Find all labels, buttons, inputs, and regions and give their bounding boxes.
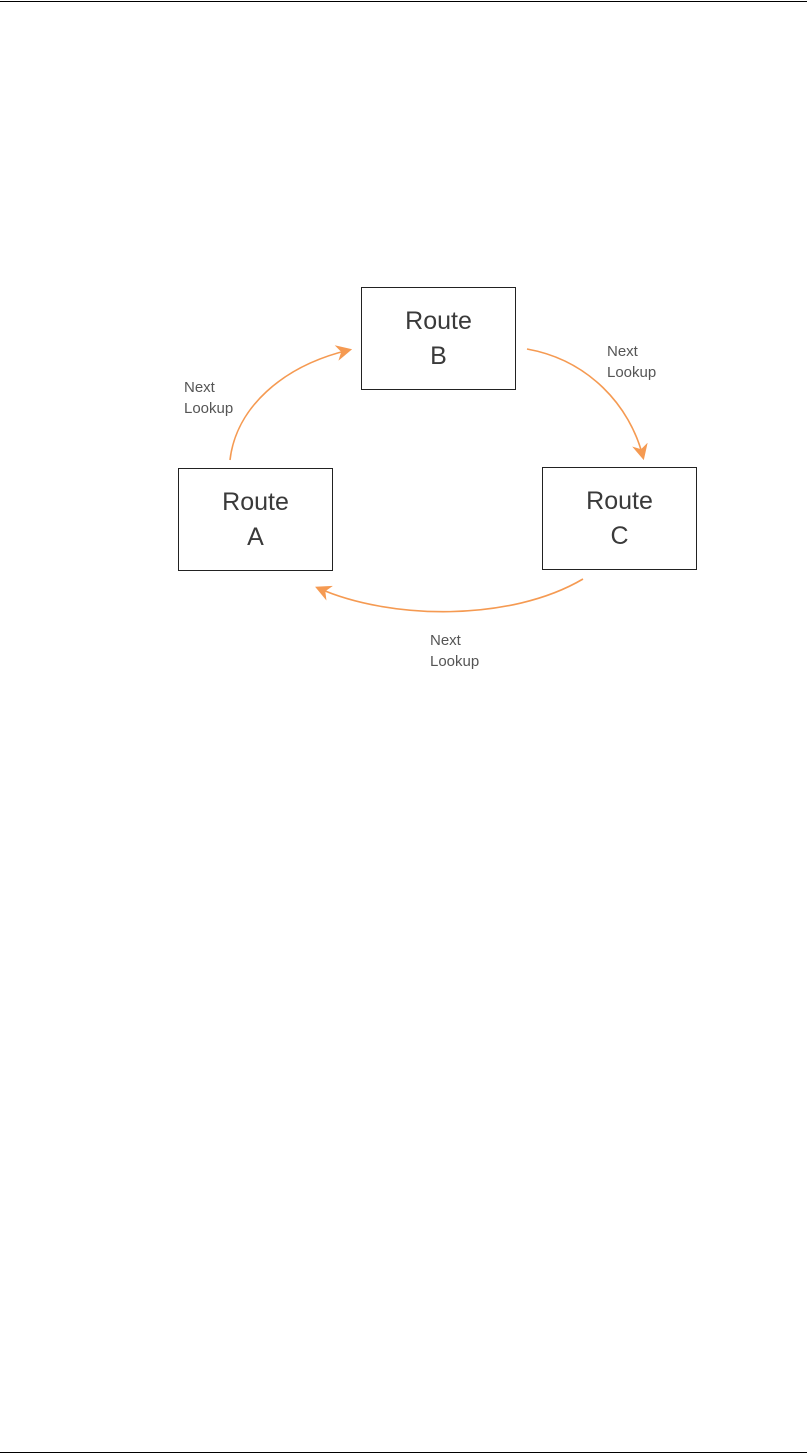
arrow-c-to-a [318, 579, 583, 612]
edge-label-c-to-a-line1: Next [430, 630, 479, 651]
route-a-line1: Route [222, 485, 289, 520]
edge-label-b-to-c: Next Lookup [607, 341, 656, 383]
route-b-node: Route B [361, 287, 516, 390]
edge-label-c-to-a-line2: Lookup [430, 651, 479, 672]
route-a-line2: A [247, 520, 264, 555]
route-a-node: Route A [178, 468, 333, 571]
edge-label-a-to-b-line2: Lookup [184, 398, 233, 419]
edge-label-b-to-c-line2: Lookup [607, 362, 656, 383]
route-c-line2: C [610, 519, 628, 554]
edge-label-b-to-c-line1: Next [607, 341, 656, 362]
arrow-a-to-b [230, 350, 349, 460]
edge-label-a-to-b: Next Lookup [184, 377, 233, 419]
page-bottom-rule [0, 1452, 807, 1453]
page-top-rule [0, 1, 807, 2]
route-c-node: Route C [542, 467, 697, 570]
edge-label-c-to-a: Next Lookup [430, 630, 479, 672]
route-c-line1: Route [586, 484, 653, 519]
edge-label-a-to-b-line1: Next [184, 377, 233, 398]
route-b-line1: Route [405, 304, 472, 339]
route-b-line2: B [430, 339, 447, 374]
